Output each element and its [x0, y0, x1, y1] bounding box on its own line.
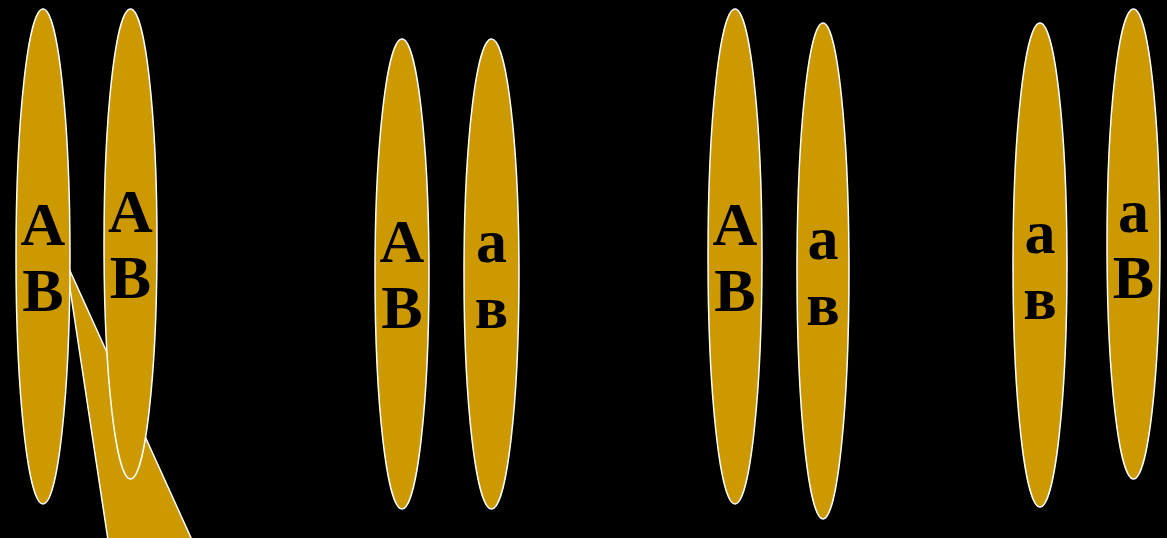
chromosome-body: [375, 39, 429, 509]
chromosome: AB: [15, 8, 71, 505]
chromosome: AB: [103, 8, 158, 480]
chromosome-body: [1013, 23, 1067, 507]
gene-letter: a: [1118, 178, 1149, 244]
chromosome: aв: [796, 22, 850, 520]
gene-letter: a: [1025, 199, 1056, 265]
chromosome: aв: [1012, 22, 1068, 508]
gene-letter: A: [380, 208, 425, 274]
gene-letter: A: [21, 191, 66, 257]
gene-letter: B: [381, 274, 422, 340]
chromosome-body: [797, 23, 849, 519]
chromosome-body: [464, 39, 519, 509]
gene-letter: A: [108, 178, 153, 244]
gene-letter: B: [22, 257, 63, 323]
gene-letter: a: [476, 208, 507, 274]
chromosome: AB: [707, 8, 763, 505]
gene-letter: B: [714, 257, 755, 323]
chromosome-body: [1107, 9, 1160, 479]
chromosome: aв: [463, 38, 520, 510]
gene-letter: в: [1023, 265, 1056, 331]
gene-letter: A: [713, 191, 758, 257]
gene-letter: a: [808, 205, 839, 271]
gene-letter: в: [475, 274, 508, 340]
gene-letter: B: [1113, 244, 1154, 310]
chromosome: aB: [1106, 8, 1161, 480]
chromosome-body: [16, 9, 70, 504]
gene-letter: B: [110, 244, 151, 310]
chromosome-body: [104, 9, 157, 479]
gene-letter: в: [806, 271, 839, 337]
chromosome-body: [708, 9, 762, 504]
chromosome: AB: [374, 38, 430, 510]
